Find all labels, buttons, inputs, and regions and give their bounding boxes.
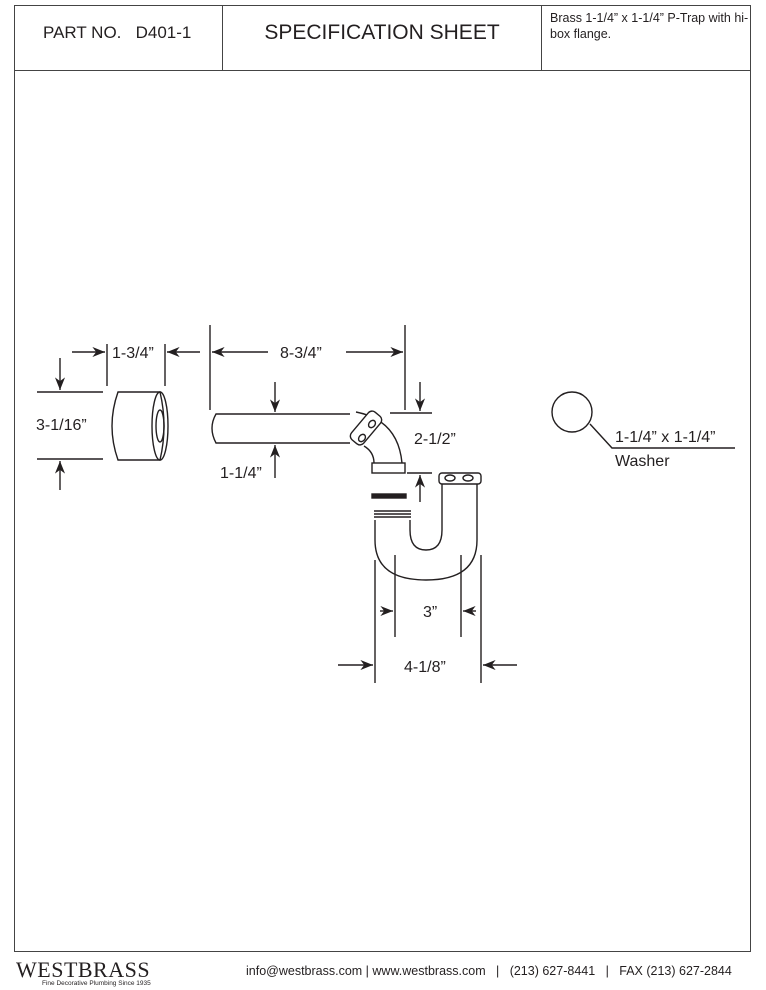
arm-diameter-label: 1-1/4”: [220, 465, 262, 482]
contact-info: info@westbrass.com | www.westbrass.com |…: [246, 964, 732, 978]
flange-depth-label: 1-3/4”: [112, 345, 154, 362]
washer-detail: [551, 391, 735, 449]
drop-label: 2-1/2”: [414, 431, 456, 448]
product-description: Brass 1-1/4” x 1-1/4” P-Trap with hi-box…: [550, 11, 749, 41]
arm-length-label: 8-3/4”: [280, 345, 322, 362]
part-no-label: PART NO.: [43, 23, 122, 42]
brand-tagline: Fine Decorative Plumbing Since 1935: [42, 980, 151, 987]
arm-dimension-lines: [209, 325, 432, 502]
washer-size-label: 1-1/4” x 1-1/4”: [615, 429, 715, 446]
p-trap: [374, 472, 482, 581]
trap-dimension-lines: [338, 555, 517, 683]
spec-sheet-frame: PART NO. D401-1 SPECIFICATION SHEET Bras…: [14, 5, 751, 952]
footer: WESTBRASS Fine Decorative Plumbing Since…: [0, 955, 766, 990]
trap-inner-width-label: 3”: [423, 604, 437, 621]
part-number-cell: PART NO. D401-1: [15, 6, 223, 70]
brand-logo: WESTBRASS: [16, 957, 151, 982]
flange-escutcheon: [111, 391, 169, 461]
tailpiece-arm: [211, 410, 406, 474]
page-title: SPECIFICATION SHEET: [223, 6, 542, 70]
washer-label: Washer: [615, 453, 670, 470]
header-row: PART NO. D401-1 SPECIFICATION SHEET Bras…: [15, 6, 750, 71]
flange-dimension-lines: [37, 344, 200, 490]
slip-washer: [371, 493, 407, 499]
part-no: D401-1: [135, 23, 192, 42]
flange-diameter-label: 3-1/16”: [36, 417, 87, 434]
trap-outer-width-label: 4-1/8”: [404, 659, 446, 676]
